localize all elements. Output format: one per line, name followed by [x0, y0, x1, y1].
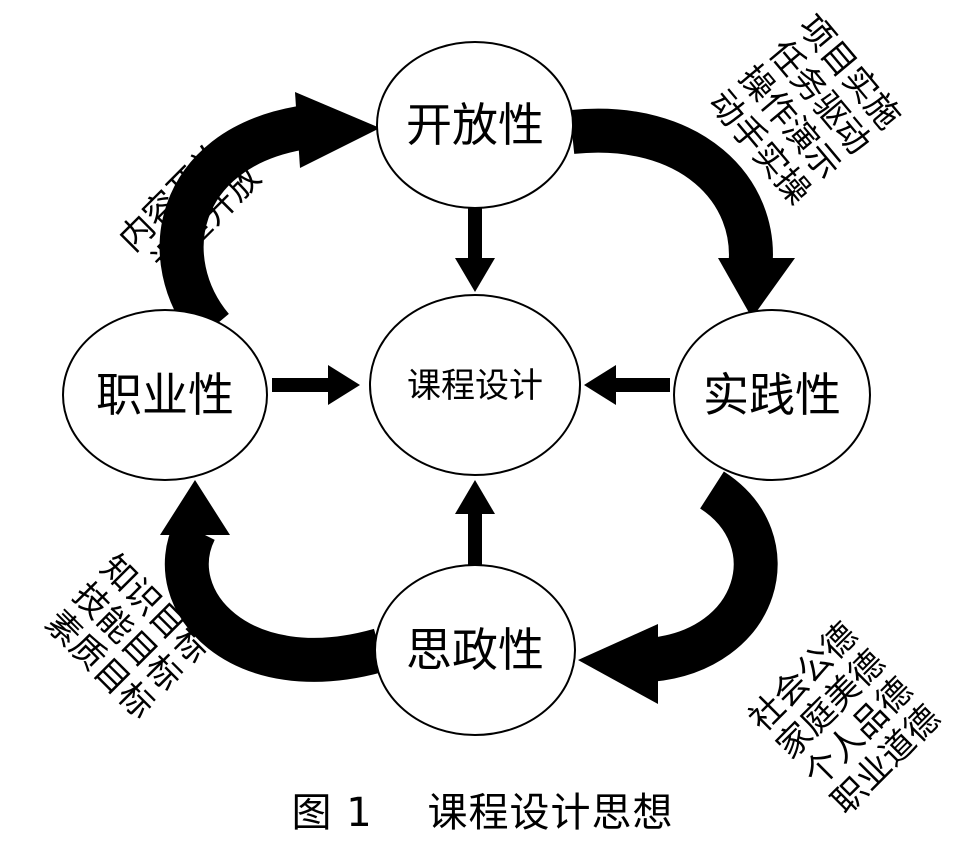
arrow-right-to-center: [584, 365, 670, 405]
cycle-arrow-right-to-bottom: [578, 471, 778, 704]
node-ideological-label: 思政性: [406, 623, 544, 677]
cycle-arrow-top-to-right: [569, 108, 795, 318]
node-openness-label: 开放性: [406, 98, 544, 152]
figure-caption-title: 课程设计思想: [427, 790, 674, 836]
arrow-bottom-to-center: [455, 480, 495, 565]
node-openness: 开放性: [376, 41, 574, 209]
node-professional: 职业性: [62, 309, 268, 481]
node-practical-label: 实践性: [703, 368, 841, 422]
node-practical: 实践性: [673, 309, 871, 481]
node-professional-label: 职业性: [96, 368, 234, 422]
cycle-arrow-bottom-to-left: [160, 480, 387, 682]
node-course-design-label: 课程设计: [407, 366, 543, 406]
course-design-diagram: 开放性 职业性 课程设计 实践性 思政性: [62, 41, 871, 736]
figure-caption-label: 图 1: [291, 790, 373, 836]
arrow-left-to-center: [272, 365, 360, 405]
figure-caption: 图 1 课程设计思想: [0, 780, 965, 838]
cycle-arrow-left-to-top: [159, 92, 380, 343]
node-ideological: 思政性: [374, 564, 576, 736]
arrow-top-to-center: [455, 208, 495, 292]
node-course-design: 课程设计: [369, 294, 581, 476]
